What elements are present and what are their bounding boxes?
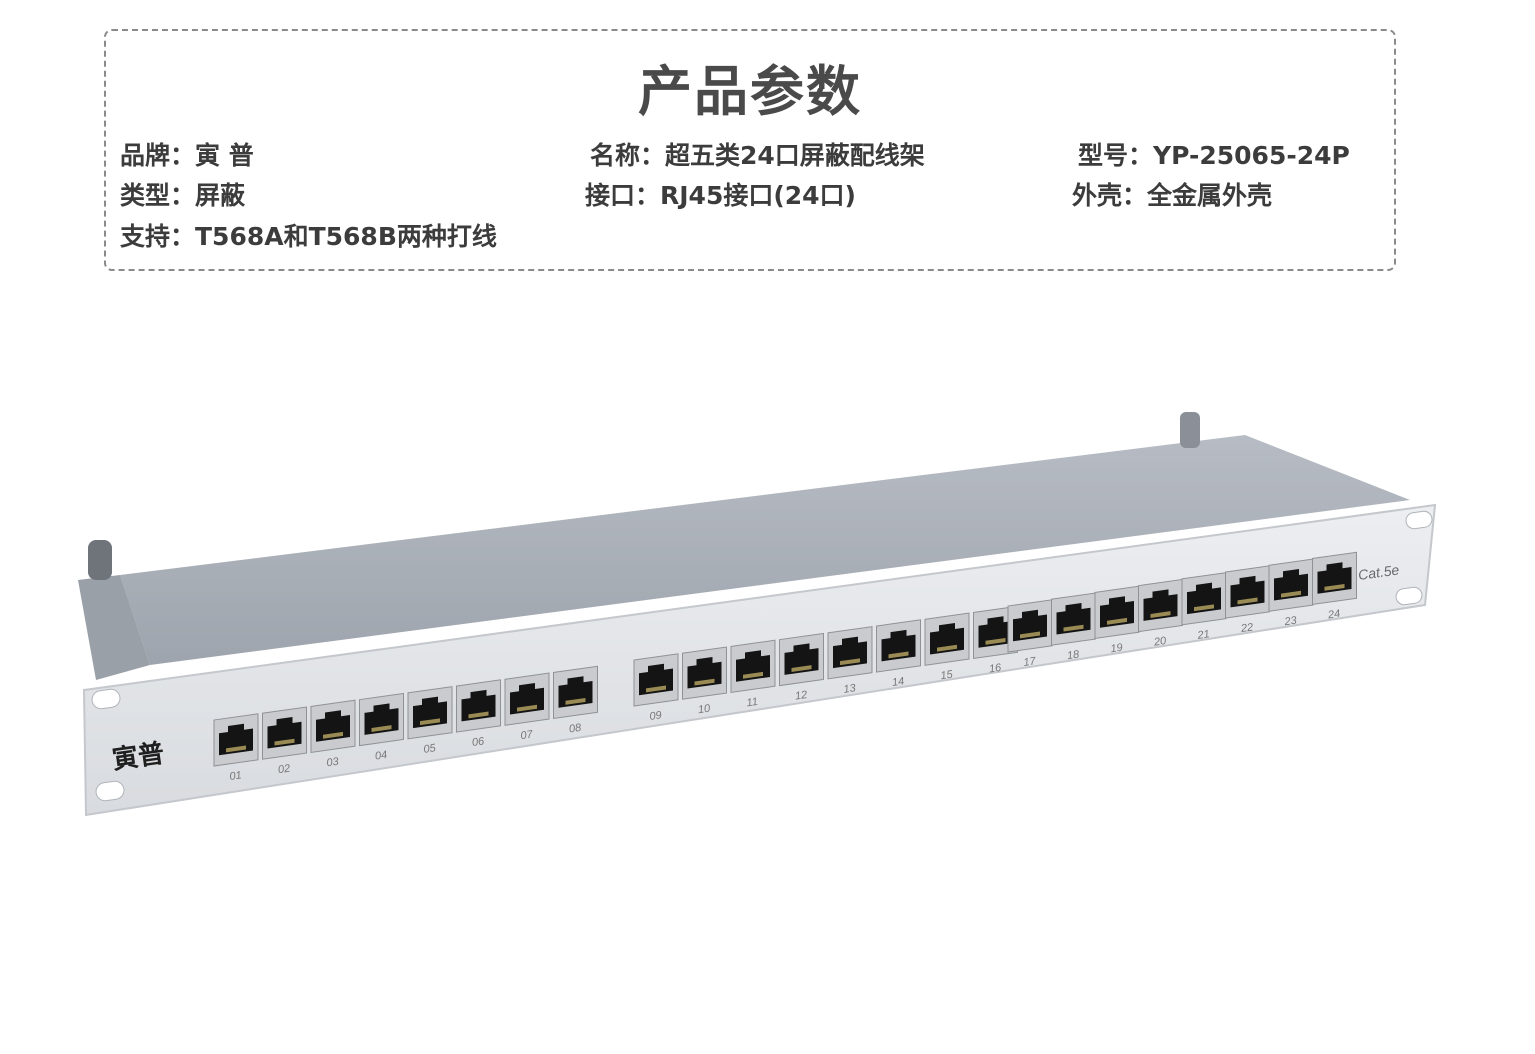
mount-hole xyxy=(1405,510,1433,530)
panel-top-surface xyxy=(120,435,1410,665)
port-label: 05 xyxy=(423,742,438,756)
port-label: 01 xyxy=(229,769,243,783)
rj45-port[interactable] xyxy=(456,679,501,733)
port-label: 06 xyxy=(471,735,486,749)
spec-shell: 外壳：全金属外壳 xyxy=(1072,181,1273,210)
rj45-port[interactable] xyxy=(876,619,921,673)
port-label: 10 xyxy=(697,702,712,716)
mount-hole xyxy=(91,688,121,710)
rj45-port[interactable] xyxy=(682,646,727,700)
spec-name: 名称：超五类24口屏蔽配线架 xyxy=(590,141,925,170)
brand-mark: 寅普 xyxy=(110,738,166,776)
rj45-port[interactable] xyxy=(1225,565,1270,619)
spec-brand: 品牌：寅 普 xyxy=(120,141,254,170)
category-mark: Cat.5e xyxy=(1357,561,1400,583)
port-label: 13 xyxy=(843,682,858,696)
port-label: 21 xyxy=(1196,628,1211,642)
rj45-port[interactable] xyxy=(924,612,970,666)
rj45-port[interactable] xyxy=(973,605,1018,660)
rj45-port[interactable] xyxy=(213,713,259,767)
rj45-port[interactable] xyxy=(827,626,873,680)
port-label: 15 xyxy=(940,669,955,683)
rj45-port[interactable] xyxy=(553,665,598,720)
rj45-port[interactable] xyxy=(504,672,550,726)
port-label: 12 xyxy=(794,689,808,703)
port-label: 22 xyxy=(1239,621,1254,635)
rj45-port[interactable] xyxy=(407,686,453,740)
rj45-port[interactable] xyxy=(1138,578,1183,633)
port-label: 16 xyxy=(988,662,1003,676)
rj45-port[interactable] xyxy=(1007,599,1053,653)
mount-hole xyxy=(1395,586,1423,606)
mount-hole xyxy=(95,780,125,802)
rj45-port[interactable] xyxy=(1268,558,1314,612)
rj45-port[interactable] xyxy=(1312,551,1357,606)
port-label: 19 xyxy=(1110,642,1124,656)
port-array: 01 02 03 04 05 06 07 08 09 10 11 12 13 14 15 16 17 18 19 20… xyxy=(213,551,1357,783)
port-label: 17 xyxy=(1023,655,1038,669)
rj45-port[interactable] xyxy=(633,653,679,707)
rj45-port[interactable] xyxy=(262,706,307,760)
port-label: 23 xyxy=(1283,615,1299,629)
rj45-port[interactable] xyxy=(1094,585,1140,639)
spec-interface: 接口：RJ45接口(24口) xyxy=(585,181,856,210)
rj45-port[interactable] xyxy=(779,632,824,687)
port-label: 11 xyxy=(746,696,759,709)
port-label: 18 xyxy=(1066,648,1081,662)
rj45-port[interactable] xyxy=(730,639,776,693)
port-label: 14 xyxy=(891,675,905,689)
rj45-port[interactable] xyxy=(310,699,356,753)
spec-model: 型号：YP-25065-24P xyxy=(1078,141,1350,170)
port-label: 20 xyxy=(1152,635,1168,649)
rear-tab-right xyxy=(1180,412,1200,448)
port-label: 03 xyxy=(326,756,341,770)
spec-box: 产品参数 xyxy=(104,29,1396,271)
port-label: 24 xyxy=(1326,608,1341,622)
rj45-port[interactable] xyxy=(359,692,404,747)
rj45-port[interactable] xyxy=(1181,572,1227,626)
port-label: 09 xyxy=(649,709,663,723)
port-label: 02 xyxy=(277,763,291,777)
spec-support: 支持：T568A和T568B两种打线 xyxy=(120,222,497,251)
spec-type: 类型：屏蔽 xyxy=(120,181,246,210)
port-label: 07 xyxy=(520,729,535,743)
panel-left-side xyxy=(78,575,150,680)
rear-tab-left xyxy=(88,540,112,580)
port-label: 04 xyxy=(374,749,388,763)
port-label: 08 xyxy=(568,722,583,736)
spec-title: 产品参数 xyxy=(638,60,862,123)
rj45-port[interactable] xyxy=(1051,592,1096,646)
